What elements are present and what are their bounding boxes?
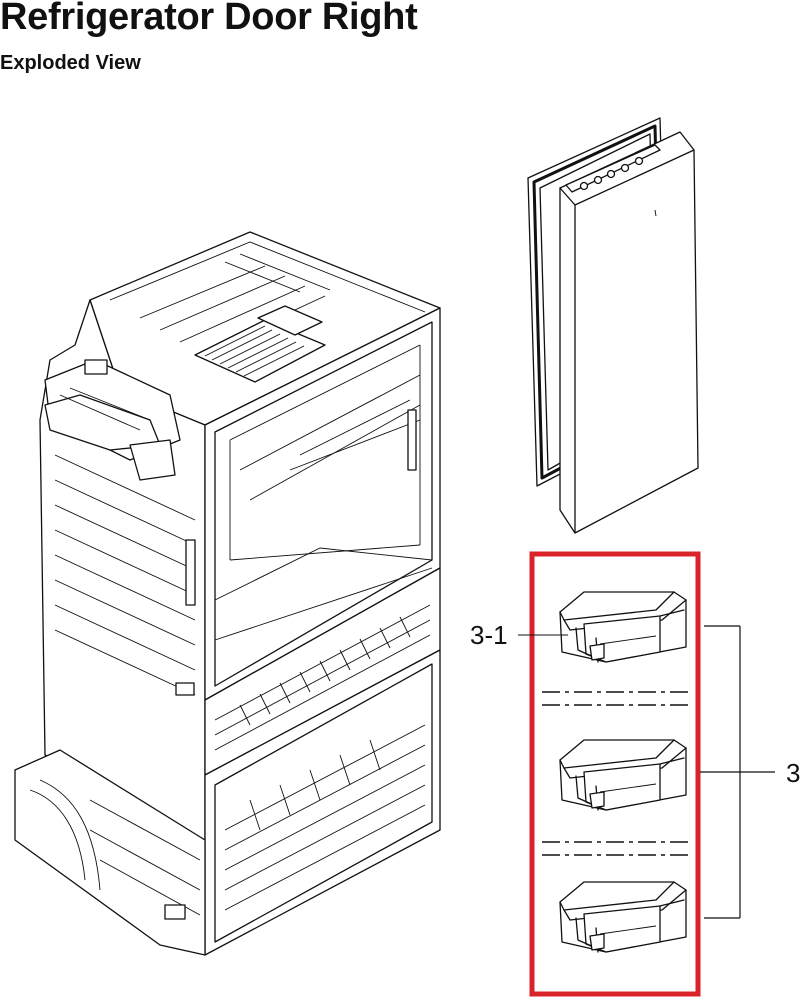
refrigerator-door <box>527 117 699 534</box>
door-bin-top <box>559 591 687 663</box>
top-vent-grille <box>194 305 326 383</box>
page-subtitle: Exploded View <box>0 52 141 74</box>
callout-sub-part: 3-1 <box>470 620 508 650</box>
refrigerator-cabinet <box>14 231 441 956</box>
door-bin-bottom <box>559 881 687 953</box>
door-bin-middle <box>559 739 687 811</box>
callout-part-bracket <box>700 625 775 919</box>
door-control-buttons <box>579 156 644 191</box>
page-title: Refrigerator Door Right <box>0 0 418 38</box>
bin-separators <box>542 691 690 856</box>
highlight-box <box>529 551 701 997</box>
hinge-assembly <box>44 359 181 481</box>
callout-part: 3 <box>786 758 800 788</box>
